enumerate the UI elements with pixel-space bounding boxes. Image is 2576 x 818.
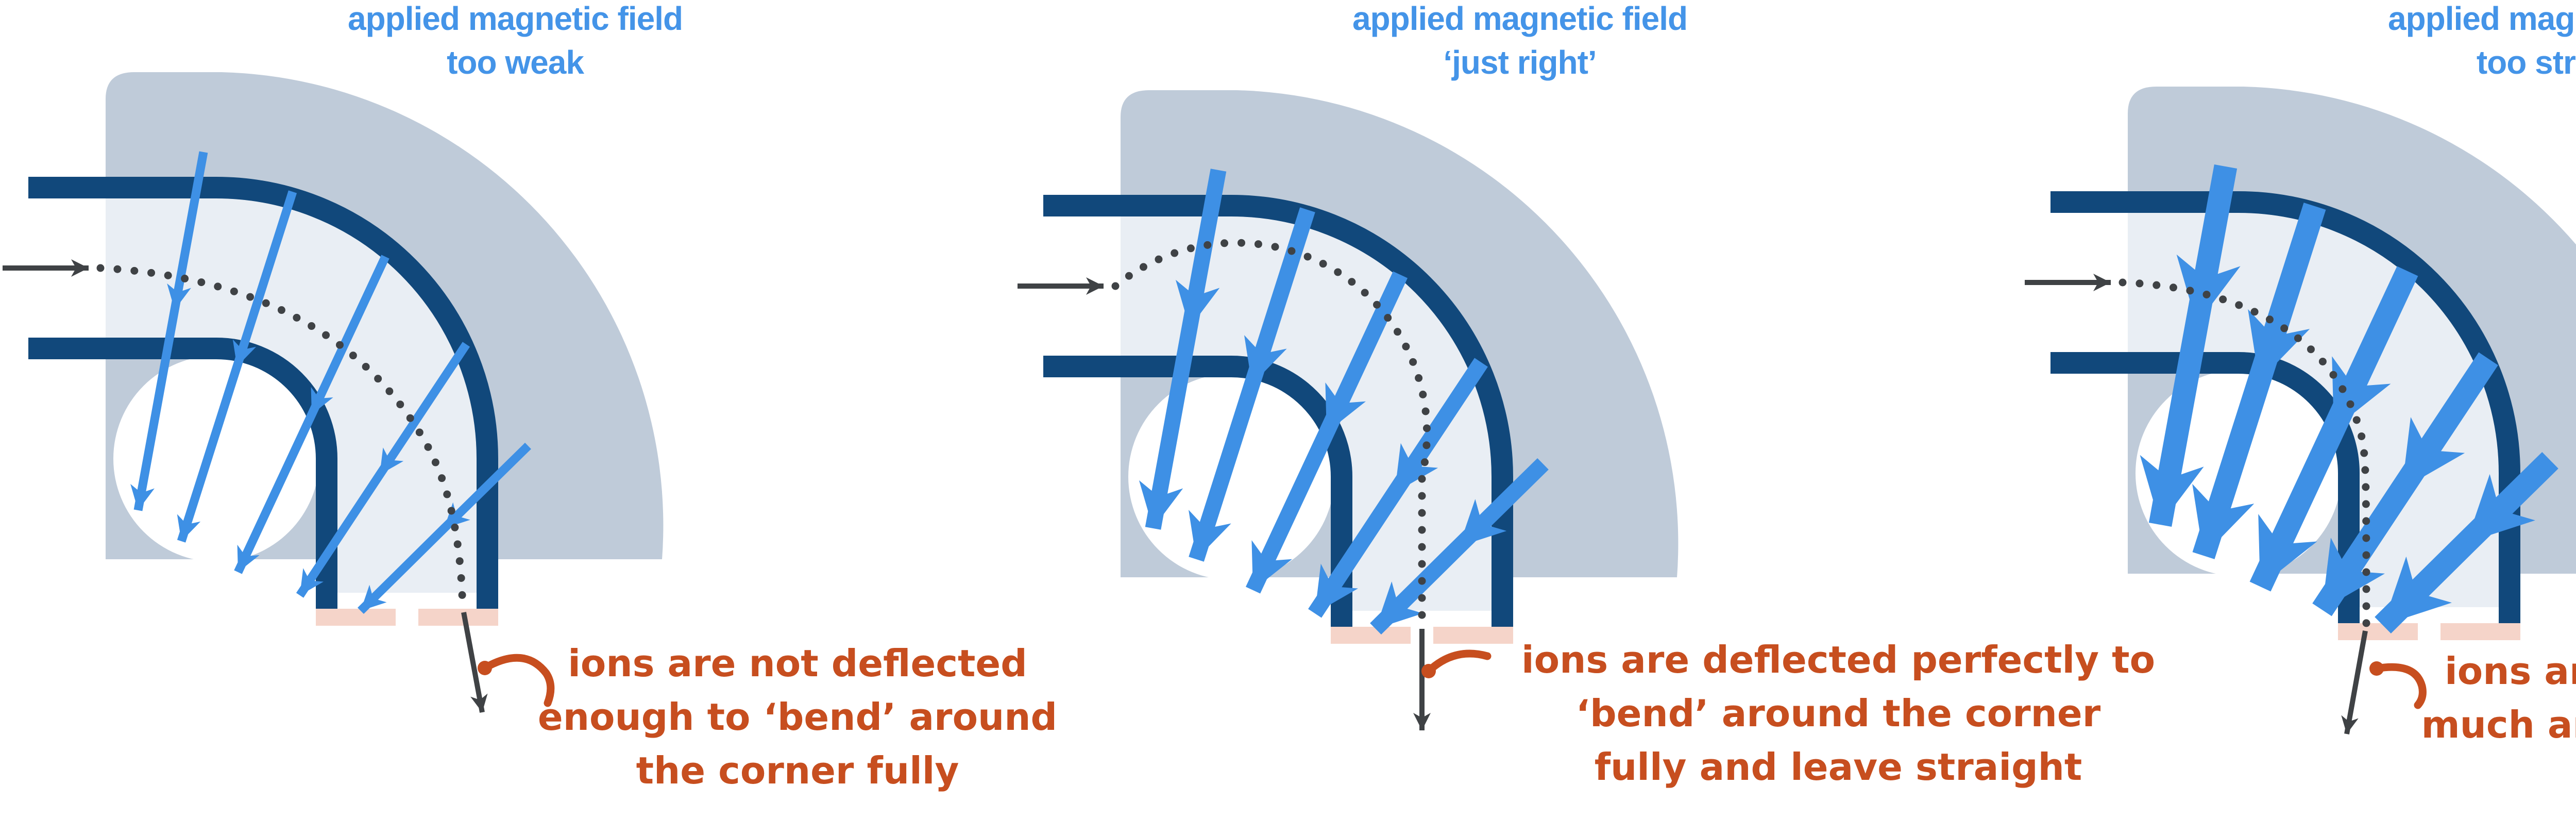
annotation-line: ions are deflected too bbox=[2445, 649, 2576, 693]
annotation-line: much around the corner bbox=[2421, 703, 2576, 746]
annotation-line: ‘bend’ around the corner bbox=[1575, 692, 2101, 735]
annotation-line: the corner fully bbox=[636, 749, 959, 792]
title-line: applied magnetic field bbox=[2387, 0, 2576, 37]
exit-slit-plates bbox=[316, 609, 498, 626]
title-line: ‘just right’ bbox=[1443, 44, 1597, 81]
annotation-just-right: ions are deflected perfectly to ‘bend’ a… bbox=[1521, 633, 2155, 794]
panel-title-weak: applied magnetic field too weak bbox=[348, 0, 683, 85]
diagram-strong-field bbox=[2022, 87, 2576, 734]
title-line: applied magnetic field bbox=[1352, 0, 1688, 37]
panel-title-strong: applied magnetic field too strong bbox=[2388, 0, 2576, 85]
panel-title-just-right: applied magnetic field ‘just right’ bbox=[1352, 0, 1688, 85]
ion-beam-exit-arrow bbox=[461, 612, 488, 713]
diagram-weak-field bbox=[0, 72, 664, 713]
annotation-line: enough to ‘bend’ around bbox=[537, 695, 1058, 739]
annotation-strong: ions are deflected too much around the c… bbox=[2421, 644, 2576, 752]
annotation-weak: ions are not deflected enough to ‘bend’ … bbox=[538, 637, 1057, 797]
title-line: too weak bbox=[447, 44, 584, 81]
title-line: applied magnetic field bbox=[347, 0, 683, 37]
annotation-pointer-swoosh bbox=[478, 654, 555, 707]
annotation-pointer-swoosh bbox=[1421, 649, 1492, 678]
annotation-line: fully and leave straight bbox=[1594, 745, 2082, 789]
annotation-line: ions are deflected perfectly to bbox=[1521, 638, 2156, 681]
annotation-pointer-swoosh bbox=[2369, 661, 2427, 709]
annotation-line: ions are not deflected bbox=[568, 642, 1027, 685]
title-line: too strong bbox=[2476, 44, 2576, 81]
ion-beam-exit-arrow bbox=[2341, 630, 2368, 734]
diagram-just-right-field bbox=[1015, 90, 1679, 730]
